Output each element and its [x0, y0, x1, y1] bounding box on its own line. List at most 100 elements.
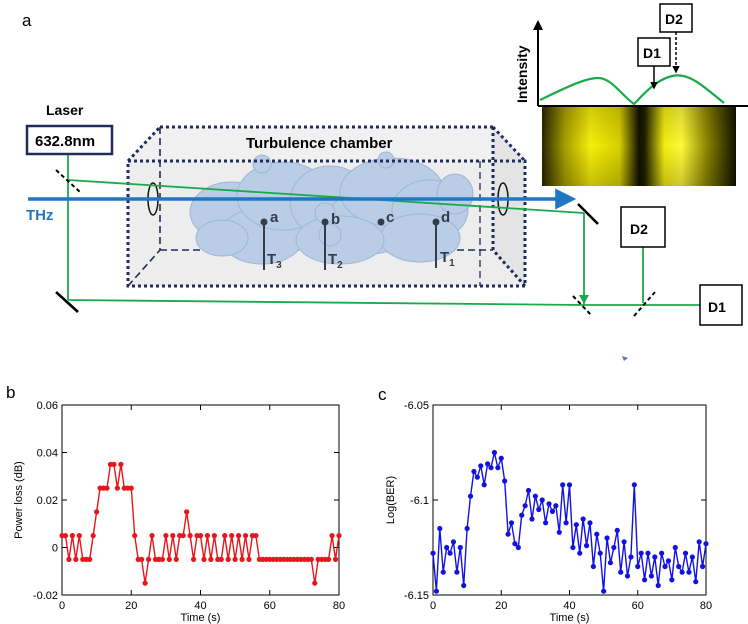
data-point: [583, 543, 590, 549]
data-point: [553, 503, 559, 509]
data-point: [232, 556, 238, 562]
data-point: [515, 544, 521, 551]
point-a-dot: [260, 218, 268, 226]
data-point: [676, 563, 682, 570]
panel-label-c: c: [378, 385, 387, 404]
intensity-inset: Intensity D1 D2: [514, 3, 748, 186]
data-point: [149, 533, 155, 539]
data-point: [450, 539, 457, 545]
data-point: [614, 527, 620, 534]
beam-combiner: [572, 295, 593, 317]
data-point: [652, 554, 658, 560]
chamber-top-face: [128, 127, 525, 161]
x-tick-label: 20: [125, 600, 137, 612]
mirror-right: [577, 203, 599, 225]
beam-arrowhead: [579, 295, 589, 304]
x-tick-label: 60: [632, 600, 644, 612]
data-point: [457, 544, 463, 551]
data-point: [87, 556, 93, 562]
thz-label: THz: [26, 207, 54, 224]
data-point: [246, 556, 252, 562]
data-point: [329, 533, 335, 539]
data-point: [184, 509, 190, 515]
x-tick-label: 0: [430, 600, 436, 612]
x-tick-label: 0: [59, 600, 65, 612]
data-point: [580, 516, 586, 522]
panel-label-a: a: [22, 11, 32, 30]
data-point: [543, 520, 549, 526]
data-point: [145, 556, 152, 562]
data-point: [76, 533, 82, 539]
sensor-t1-main: T: [440, 249, 449, 266]
data-point: [682, 550, 689, 556]
x-axis-label: Time (s): [550, 612, 590, 624]
laser-beam-paths: [67, 155, 700, 306]
data-point: [587, 520, 593, 526]
data-point: [166, 556, 172, 562]
data-point: [635, 563, 641, 570]
data-point: [679, 569, 685, 575]
data-point: [624, 573, 631, 579]
y-tick-label: 0.04: [37, 448, 58, 460]
data-point: [611, 544, 617, 551]
data-point: [170, 533, 176, 539]
point-c-dot: [377, 218, 385, 226]
data-point: [229, 533, 235, 539]
data-point: [62, 533, 69, 539]
x-tick-label: 60: [264, 600, 276, 612]
data-point: [645, 550, 651, 556]
x-tick-label: 40: [194, 600, 206, 612]
data-point: [332, 556, 339, 562]
point-b-dot: [321, 218, 329, 226]
data-point: [699, 563, 706, 570]
data-point: [104, 485, 110, 491]
x-tick-label: 80: [333, 600, 345, 612]
data-point: [235, 533, 242, 539]
detector-d1-box: [699, 284, 743, 326]
sensor-t2-label: T2: [328, 251, 343, 271]
chamber-side-face: [493, 127, 525, 286]
data-point: [631, 482, 637, 488]
data-point: [90, 533, 96, 539]
data-point: [566, 482, 573, 488]
data-point: [163, 533, 169, 539]
data-point: [132, 533, 138, 539]
y-tick-label: 0.02: [37, 495, 58, 507]
data-point: [454, 569, 460, 575]
point-a-label: a: [270, 209, 279, 226]
point-b-label: b: [331, 211, 340, 228]
data-point: [597, 550, 603, 556]
data-point: [478, 463, 484, 469]
data-point: [604, 535, 610, 541]
data-point: [481, 482, 487, 488]
detector-d2-label: D2: [630, 221, 648, 237]
detector-d1-label: D1: [708, 299, 726, 315]
data-point: [563, 520, 569, 526]
data-point: [128, 485, 134, 491]
data-point: [641, 577, 648, 583]
data-point: [546, 501, 552, 507]
sensor-t3-sub: 3: [276, 260, 282, 271]
data-point: [689, 554, 695, 560]
mirror-bottom-left: [55, 291, 79, 313]
chamber-label: Turbulence chamber: [246, 135, 393, 152]
data-point: [437, 525, 443, 532]
laser-label: Laser: [46, 102, 84, 118]
inset-d2-box: [659, 3, 693, 33]
data-point: [440, 569, 446, 575]
x-tick-label: 80: [700, 600, 712, 612]
data-point: [242, 533, 249, 539]
y-axis-label: Power loss (dB): [13, 461, 25, 539]
data-point: [532, 493, 538, 499]
data-point: [73, 556, 79, 562]
data-point: [433, 588, 440, 594]
plot-area: [61, 404, 340, 596]
data-point: [665, 558, 672, 564]
data-point: [491, 449, 498, 456]
data-point: [474, 474, 480, 480]
data-point: [253, 533, 259, 539]
data-point: [447, 550, 453, 556]
data-point: [525, 487, 532, 494]
